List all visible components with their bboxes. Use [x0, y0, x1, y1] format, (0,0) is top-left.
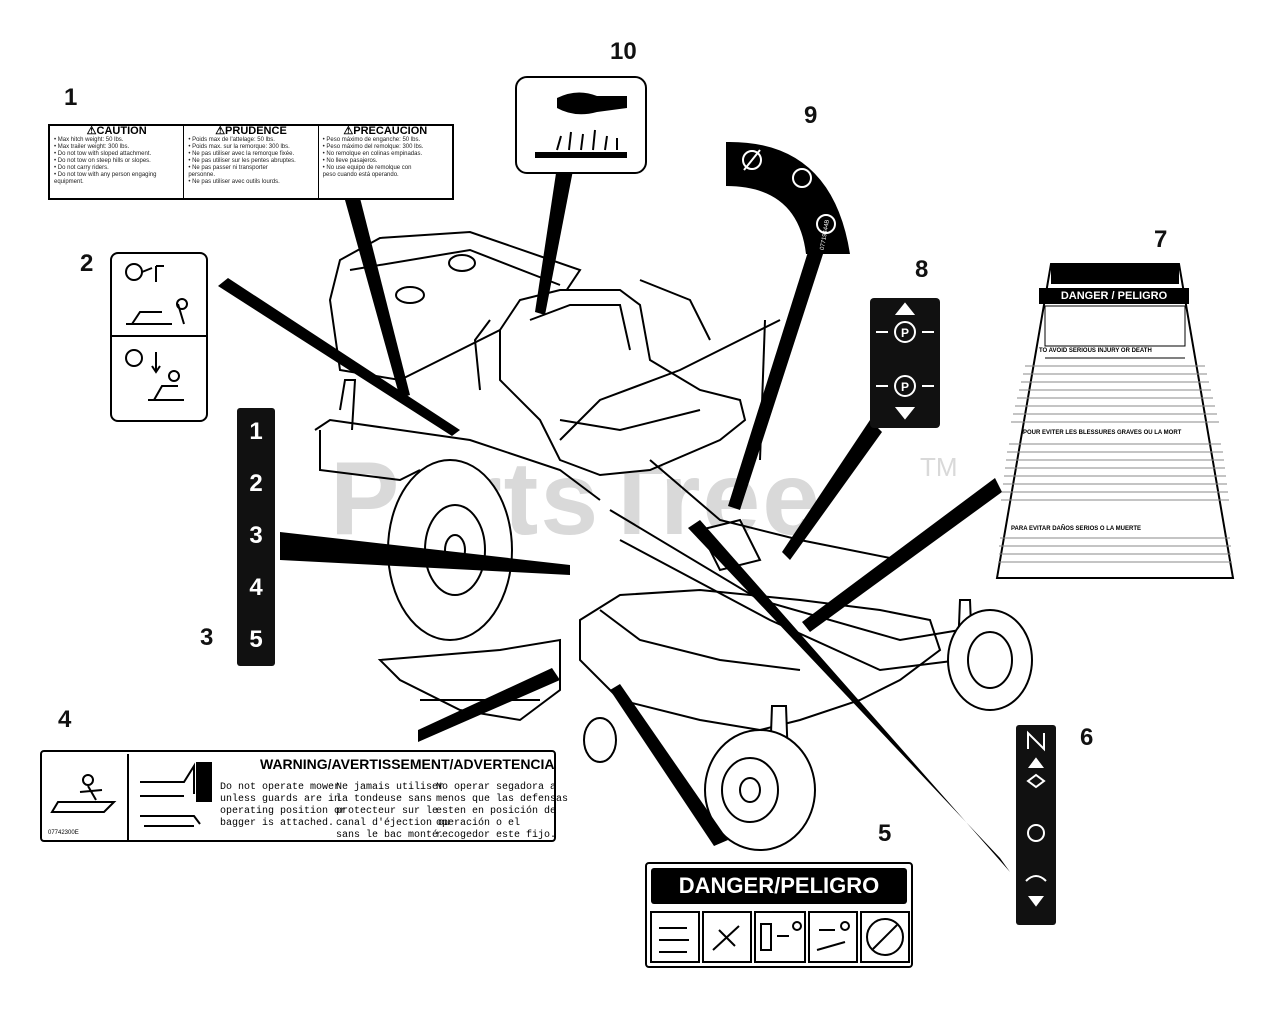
decal-7-subheading-spanish: PARA EVITAR DAÑOS SERIOS O LA MUERTE [1011, 526, 1142, 532]
prudence-heading: ⚠PRUDENCE [215, 126, 287, 137]
caution-line: equipment. [54, 179, 84, 185]
precaucion-line: peso cuando está operando. [322, 172, 399, 178]
prudence-line: • Poids max. sur la remorque: 300 lbs. [188, 144, 290, 150]
callout-8: 8 [915, 256, 929, 283]
prudence-line: personne. [188, 172, 216, 178]
discharge-chute-pictogram-icon [50, 754, 212, 840]
callout-7: 7 [1154, 226, 1168, 253]
decal-7-outline [995, 263, 1235, 579]
callout-3: 3 [200, 624, 214, 651]
caution-line: • Do not tow on steep hills or slopes. [54, 158, 151, 164]
strip-number: 5 [249, 626, 263, 653]
svg-text:P: P [901, 326, 909, 340]
strip-number: 3 [249, 522, 263, 549]
callout-5: 5 [878, 820, 892, 847]
svg-text:P: P [901, 380, 909, 394]
decal-6-control-strip [1016, 725, 1056, 925]
decal-3-number-strip: 1 2 3 4 5 [237, 408, 275, 666]
callout-10: 10 [610, 38, 637, 65]
precaucion-line: • Peso máximo del remolque: 300 lbs. [322, 144, 424, 150]
prudence-line: • Ne pas passer ni transporter [188, 165, 268, 171]
decal-2-pto-label [110, 252, 208, 422]
precaucion-line: • No use equipo de remolque con [322, 165, 412, 171]
warning-heading: WARNING/AVERTISSEMENT/ADVERTENCIA [260, 756, 555, 772]
prudence-line: • Ne pas utiliser avec outils lourds. [188, 179, 280, 185]
callout-2: 2 [80, 250, 94, 277]
strip-number: 1 [249, 418, 263, 445]
precaucion-line: • Peso máximo de enganche: 50 lbs. [322, 137, 421, 143]
precaucion-heading: ⚠PRECAUCIÓN [343, 126, 428, 137]
caution-line: • Do not tow with any person engaging [54, 172, 157, 178]
decal-10-blade-hazard-label [515, 76, 647, 174]
decal-7-subheading-french: POUR EVITER LES BLESSURES GRAVES OU LA M… [1023, 430, 1182, 436]
decal-1-caution-label: ⚠CAUTION • Max hitch weight: 50 lbs. • M… [48, 124, 454, 200]
trademark-mark: TM [920, 452, 958, 482]
decal-4-part-number: 07742300E [48, 830, 79, 836]
danger-heading: DANGER/PELIGRO [651, 868, 907, 904]
hand-blade-hazard-icon [535, 92, 627, 158]
strip-number: 2 [249, 470, 263, 497]
callout-9: 9 [804, 102, 818, 129]
danger-pictograms-icon [650, 911, 910, 963]
decal-4-warning-label: WARNING/AVERTISSEMENT/ADVERTENCIA Do not… [40, 750, 568, 842]
decal-7-danger-text-label: DANGER / PELIGRO TO AVOID SERIOUS INJURY… [995, 262, 1235, 580]
precaucion-line: • No lleve pasajeros. [322, 158, 378, 164]
prudence-line: • Poids max de l'attelage: 50 lbs. [188, 137, 275, 143]
prudence-line: • Ne pas utiliser sur les pentes abrupte… [188, 158, 296, 164]
decal-7-subheading-english: TO AVOID SERIOUS INJURY OR DEATH [1039, 348, 1152, 354]
callout-6: 6 [1080, 724, 1094, 751]
caution-line: • Max trailer weight: 300 lbs. [54, 144, 130, 150]
decal-9-throttle-arc [726, 141, 850, 254]
warning-text-english: Do not operate mower unless guards are i… [220, 782, 347, 829]
prudence-line: • Ne pas utiliser avec la remorque fixée… [188, 151, 295, 157]
caution-line: • Do not tow with sloped attachment. [54, 151, 152, 157]
warning-text-french: Ne jamais utiliser la tondeuse sans prot… [336, 782, 451, 841]
decal-1-english-column: ⚠CAUTION • Max hitch weight: 50 lbs. • M… [50, 126, 185, 198]
warning-text-spanish: No operar segadora a menos que las defen… [436, 782, 569, 841]
caution-line: • Max hitch weight: 50 lbs. [54, 137, 124, 143]
callout-1: 1 [64, 84, 78, 111]
decal-1-spanish-column: ⚠PRECAUCIÓN • Peso máximo de enganche: 5… [319, 126, 452, 198]
pto-pictogram-icon [112, 263, 206, 401]
danger-peligro-heading: DANGER / PELIGRO [1039, 288, 1189, 304]
caution-line: • Do not carry riders. [54, 165, 109, 171]
callout-4: 4 [58, 706, 72, 733]
decal-5-danger-label: DANGER/PELIGRO [645, 862, 913, 968]
throttle-choke-icon [1025, 730, 1047, 907]
strip-number: 4 [249, 574, 263, 601]
decal-1-french-column: ⚠PRUDENCE • Poids max de l'attelage: 50 … [184, 126, 319, 198]
precaucion-line: • No remolque en colinas empinadas. [322, 151, 423, 157]
parking-brake-icon: P P [876, 302, 934, 420]
decal-8-parking-brake-strip: P P [870, 298, 940, 428]
caution-heading: ⚠CAUTION [86, 126, 147, 137]
